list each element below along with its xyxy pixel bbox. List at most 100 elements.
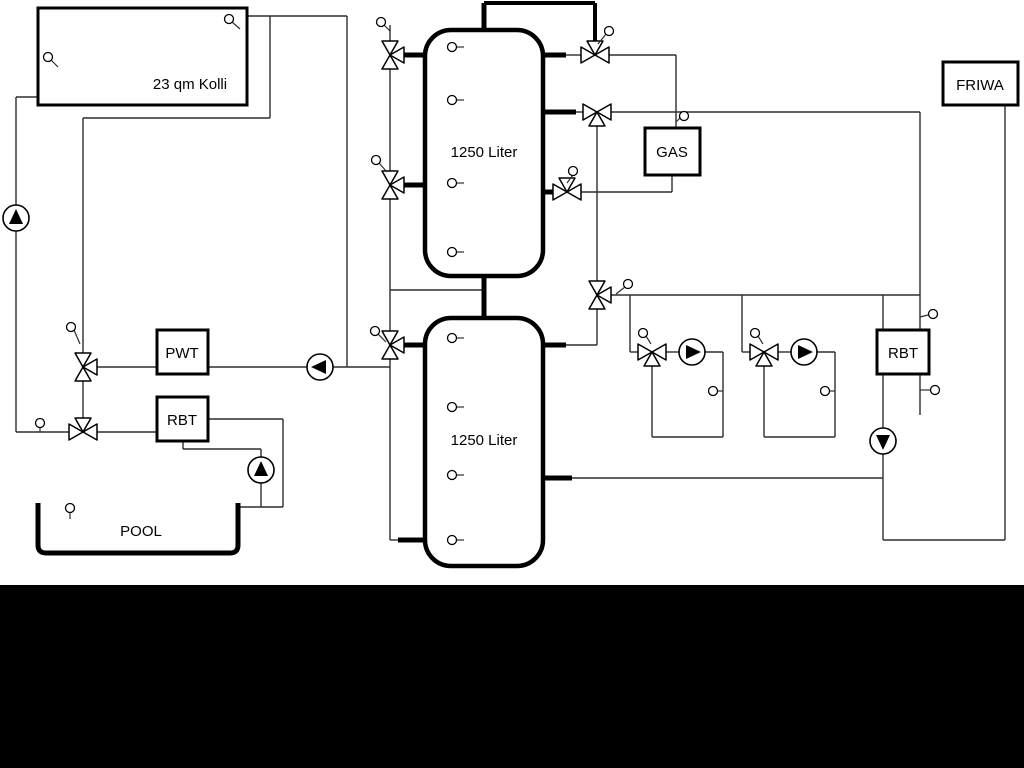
rbt-pool-label: RBT (167, 412, 197, 429)
buffer-tank-bottom (422, 315, 546, 569)
three-way-valve-icon (588, 280, 606, 296)
sensor-icon (34, 417, 46, 429)
pump-direction-icon (686, 345, 701, 359)
three-way-valve-icon (558, 177, 576, 193)
labels: 23 qm Kolli 1250 Liter 1250 Liter GAS FR… (120, 76, 1004, 540)
three-way-valve-icon (381, 40, 399, 56)
pool-basin (35, 503, 241, 556)
three-way-valve-icon (389, 46, 405, 64)
sensor-stem (615, 286, 626, 295)
piping-lines (15, 15, 1006, 541)
collector-label: 23 qm Kolli (153, 76, 227, 93)
three-way-valve-icon (381, 170, 399, 186)
sensor-icon (567, 165, 579, 177)
three-way-valve-icon (596, 103, 612, 121)
buffer-tank-top (422, 27, 546, 279)
sensor-icon (707, 385, 719, 397)
pool-label: POOL (120, 523, 162, 540)
sensor-icon (446, 534, 458, 546)
three-way-valve-icon (389, 336, 405, 354)
sensor-icon (64, 502, 76, 514)
tank-top-label: 1250 Liter (451, 144, 518, 161)
three-way-valve-icon (74, 417, 92, 433)
pump-direction-icon (876, 435, 890, 450)
sensor-stem (919, 314, 929, 318)
sensor-stem (231, 21, 241, 30)
three-way-valve-icon (74, 366, 92, 382)
sensor-stem (73, 329, 81, 345)
three-way-valve-icon (749, 343, 765, 361)
three-way-valve-icon (586, 40, 604, 56)
sensor-icon (446, 177, 458, 189)
sensor-stem (757, 335, 764, 345)
three-way-valve-icon (381, 330, 399, 346)
three-way-valve-icon (82, 423, 98, 441)
sensor-stem (377, 333, 387, 343)
sensor-icon (927, 308, 939, 320)
sensor-icon (223, 13, 235, 25)
equipment-boxes (35, 6, 1020, 569)
pump-direction-icon (9, 209, 23, 224)
sensor-stem (645, 335, 652, 345)
three-way-valve-icon (763, 343, 779, 361)
three-way-valve-icon (381, 54, 399, 70)
sensor-icon (65, 321, 77, 333)
three-way-valve-icon (552, 183, 568, 201)
three-way-valve-icon (82, 358, 98, 376)
sensor-stem (597, 33, 607, 45)
symbols (2, 13, 941, 546)
three-way-valve-icon (596, 286, 612, 304)
collector-box (36, 6, 249, 107)
three-way-valve-icon (588, 111, 606, 127)
three-way-valve-icon (582, 103, 598, 121)
three-way-valve-icon (389, 176, 405, 194)
pwt-label: PWT (165, 345, 198, 362)
three-way-valve-icon (637, 343, 653, 361)
three-way-valve-icon (580, 46, 596, 64)
schematic-canvas: 23 qm Kolli 1250 Liter 1250 Liter GAS FR… (2, 1, 1020, 569)
rbt-right-label: RBT (888, 345, 918, 362)
sensor-icon (446, 469, 458, 481)
three-way-valve-icon (755, 351, 773, 367)
sensor-icon (446, 246, 458, 258)
three-way-valve-icon (74, 352, 92, 368)
sensor-icon (446, 94, 458, 106)
sensor-icon (678, 110, 690, 122)
friwa-label: FRIWA (956, 77, 1004, 94)
friwa-box (941, 60, 1020, 107)
pump-direction-icon (311, 360, 326, 374)
three-way-valve-icon (588, 294, 606, 310)
sensor-icon (929, 384, 941, 396)
sensor-icon (637, 327, 649, 339)
three-way-valve-icon (381, 184, 399, 200)
sensor-icon (42, 51, 54, 63)
rbt-pool-box (155, 395, 210, 443)
sensor-icon (603, 25, 615, 37)
rbt-right-box (875, 328, 931, 376)
sensor-icon (446, 41, 458, 53)
sensor-icon (749, 327, 761, 339)
sensor-stem (378, 162, 388, 173)
sensor-stem (50, 59, 59, 68)
sensor-stem (566, 174, 574, 184)
three-way-valve-icon (643, 351, 661, 367)
sensor-icon (375, 16, 387, 28)
pwt-heat-exchanger-box (155, 328, 210, 376)
gas-boiler-box (643, 126, 702, 177)
sensor-stem (675, 117, 681, 123)
sensor-icon (819, 385, 831, 397)
three-way-valve-icon (381, 344, 399, 360)
sensor-icon (446, 332, 458, 344)
letterbox-bar (0, 585, 1024, 768)
pump-direction-icon (254, 461, 268, 476)
three-way-valve-icon (566, 183, 582, 201)
gas-label: GAS (656, 144, 688, 161)
sensor-stem (383, 24, 391, 32)
three-way-valve-icon (68, 423, 84, 441)
pump-direction-icon (798, 345, 813, 359)
sensor-icon (446, 401, 458, 413)
sensor-icon (370, 154, 382, 166)
tank-bottom-label: 1250 Liter (451, 432, 518, 449)
sensor-icon (622, 278, 634, 290)
